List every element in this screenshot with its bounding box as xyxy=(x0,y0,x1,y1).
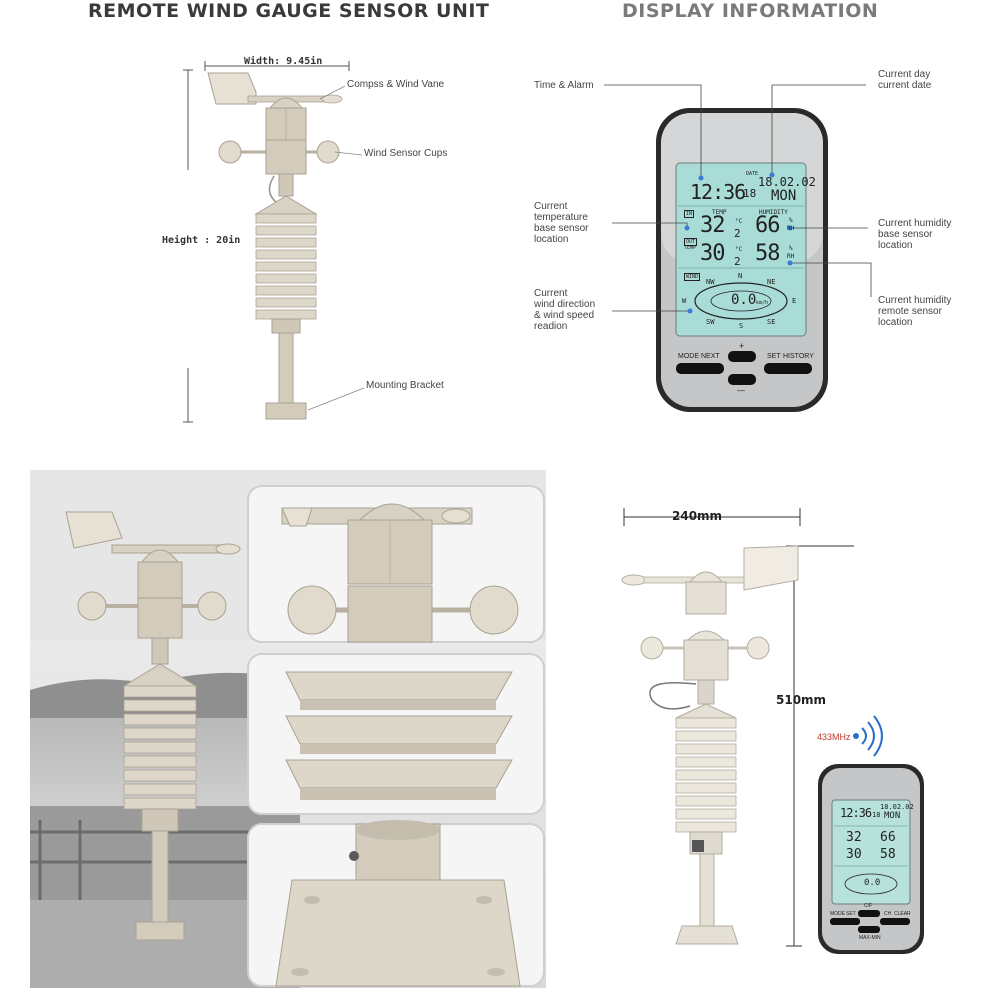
hum-remote-callout-3: location xyxy=(878,317,913,328)
frequency-label: 433MHz xyxy=(817,732,851,742)
temp-callout-1: Current xyxy=(534,201,568,212)
small-lcd-in-hum: 66 xyxy=(880,830,896,845)
plus-button-label: + xyxy=(739,341,745,351)
lcd-temp-head: TEMP xyxy=(712,209,727,216)
temp-callout-2: temperature xyxy=(534,212,588,223)
bracket-callout: Mounting Bracket xyxy=(366,380,444,391)
wind-callout-3: & wind speed xyxy=(534,310,595,321)
lcd-temp-tag: TEMP xyxy=(684,245,697,251)
small-mode-label: MODE xyxy=(830,911,845,917)
small-lcd-day: MON xyxy=(884,811,901,821)
lcd-in-tag: IN xyxy=(684,210,695,218)
small-lcd-time: 12:36 xyxy=(840,806,872,820)
lcd-unit-c-in: °C xyxy=(735,218,743,225)
small-maxmin-label: MAX-MIN xyxy=(859,935,881,941)
height-dimension-label: Height : 20in xyxy=(162,235,241,246)
lcd-compass-e: E xyxy=(792,297,797,305)
lcd-time: 12:36 xyxy=(690,180,746,204)
hum-base-callout-2: base sensor xyxy=(878,229,933,240)
lcd-rh-out: RH xyxy=(787,253,795,260)
date-callout: current date xyxy=(878,80,932,91)
hum-remote-callout-1: Current humidity xyxy=(878,295,952,306)
lcd-out-temp: 30 xyxy=(700,241,725,266)
hum-base-callout-3: location xyxy=(878,240,913,251)
small-lcd-wind-speed: 0.0 xyxy=(864,878,881,888)
lcd-compass-ne: NE xyxy=(767,278,776,286)
small-set-label: SET xyxy=(846,911,856,917)
lcd-humidity-head: HUMIDITY xyxy=(759,209,788,216)
lcd-compass-s: S xyxy=(739,322,744,330)
lcd-out-temp-dec: 2 xyxy=(734,255,741,268)
lcd-compass-w: W xyxy=(682,297,687,305)
lcd-wind-speed: 0.0 xyxy=(731,292,757,308)
small-lcd-out-hum: 58 xyxy=(880,847,896,862)
cups-callout: Wind Sensor Cups xyxy=(364,148,448,159)
lcd-rh-in: RH xyxy=(787,225,795,232)
sensor-unit-heading: REMOTE WIND GAUGE SENSOR UNIT xyxy=(88,0,490,22)
lcd-wind-tag: WIND xyxy=(684,273,701,281)
lcd-pct-out: % xyxy=(789,245,793,252)
lcd-out-hum: 58 xyxy=(755,241,780,266)
lcd-unit-c-out: °C xyxy=(735,246,743,253)
width-dimension-label: Width: 9.45in xyxy=(244,56,323,67)
product-width-label: 240mm xyxy=(672,509,723,523)
lcd-pct-in: % xyxy=(789,217,793,224)
wind-callout-4: readion xyxy=(534,321,568,332)
lcd-speed-unit: km/h xyxy=(756,300,769,306)
lcd-out-tag: OUT xyxy=(684,238,698,246)
product-height-label: 510mm xyxy=(776,693,827,707)
small-lcd-in-temp: 32 xyxy=(846,830,862,845)
time-alarm-callout: Time & Alarm xyxy=(534,80,594,91)
minus-button-label: — xyxy=(737,386,745,395)
vane-callout: Compss & Wind Vane xyxy=(347,79,445,90)
lcd-compass-se: SE xyxy=(767,318,776,326)
lcd-compass-sw: SW xyxy=(706,318,715,326)
small-lcd-out-temp: 30 xyxy=(846,847,862,862)
lcd-in-temp: 32 xyxy=(700,213,725,238)
set-button-label: SET xyxy=(767,353,781,360)
small-clear-label: CLEAR xyxy=(894,911,911,917)
lcd-date-tag: DATE xyxy=(746,171,759,177)
wind-callout-1: Current xyxy=(534,288,568,299)
hum-remote-callout-2: remote sensor xyxy=(878,306,942,317)
mode-button-label: MODE xyxy=(678,353,699,360)
temp-callout-3: base sensor xyxy=(534,223,589,234)
lcd-seconds: 18 xyxy=(743,187,757,200)
next-button-label: NEXT xyxy=(701,353,720,360)
small-lcd-seconds: 18 xyxy=(872,811,881,819)
small-lcd-date: 18.02.02 xyxy=(880,803,914,811)
history-button-label: HISTORY xyxy=(783,353,814,360)
hum-base-callout-1: Current humidity xyxy=(878,218,952,229)
small-ch-label: CH xyxy=(884,911,892,917)
wind-callout-2: wind direction xyxy=(534,299,596,310)
temp-callout-4: location xyxy=(534,234,569,245)
lcd-date: 18.02.02 xyxy=(758,175,816,189)
lcd-in-temp-dec: 2 xyxy=(734,227,741,240)
lcd-in-hum: 66 xyxy=(755,213,780,238)
lcd-day: MON xyxy=(771,188,797,204)
lcd-compass-n: N xyxy=(738,272,743,280)
small-cf-label: C/F xyxy=(864,903,873,909)
day-callout: Current day xyxy=(878,69,931,80)
lcd-compass-nw: NW xyxy=(706,278,715,286)
display-info-heading: DISPLAY INFORMATION xyxy=(622,0,879,22)
